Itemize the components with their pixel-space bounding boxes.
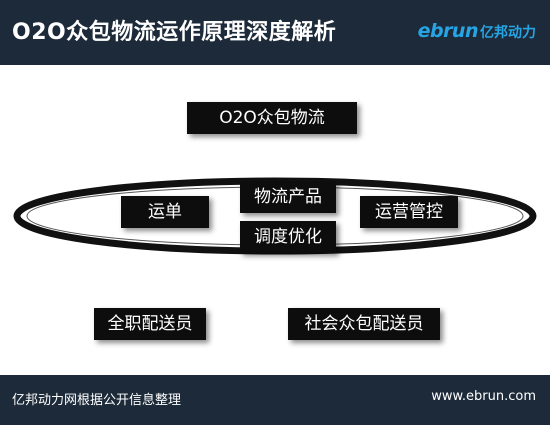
page-title: O2O众包物流运作原理深度解析 bbox=[12, 20, 337, 45]
footer-bar: 亿邦动力网根据公开信息整理 www.ebrun.com bbox=[0, 375, 550, 425]
source-note: 亿邦动力网根据公开信息整理 bbox=[12, 393, 182, 408]
dispatch-optimization-box: 调度优化 bbox=[240, 221, 336, 253]
logo-text-cn: 亿邦动力 bbox=[480, 25, 536, 41]
diagram-canvas: O2O众包物流 运单 物流产品 调度优化 运营管控 全职配送员 社会众包配送员 bbox=[0, 65, 550, 375]
website-link[interactable]: www.ebrun.com bbox=[431, 389, 536, 404]
logistics-product-box: 物流产品 bbox=[240, 181, 336, 213]
fulltime-courier-box: 全职配送员 bbox=[94, 308, 206, 340]
operations-control-box: 运营管控 bbox=[360, 196, 458, 228]
o2o-crowdsourced-logistics-box: O2O众包物流 bbox=[187, 102, 357, 134]
crowdsourced-courier-box: 社会众包配送员 bbox=[288, 308, 440, 340]
waybill-box: 运单 bbox=[121, 196, 209, 228]
logo-text-en: ebrun bbox=[417, 20, 479, 42]
